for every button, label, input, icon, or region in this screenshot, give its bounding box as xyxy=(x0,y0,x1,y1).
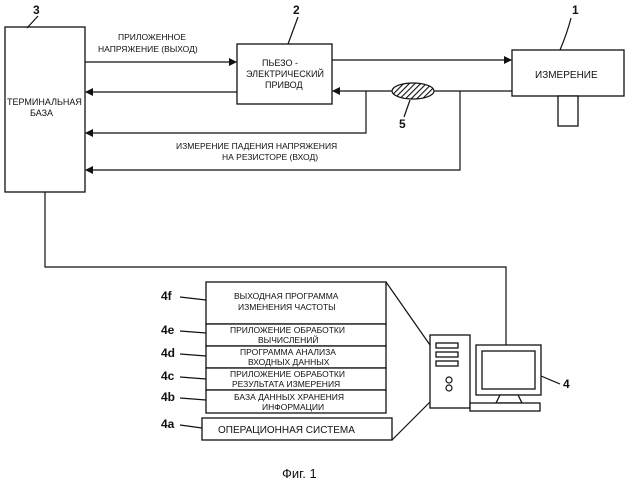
computer xyxy=(430,335,541,411)
output-label-1: ПРИЛОЖЕННОЕ xyxy=(118,32,186,42)
drive-slot-2 xyxy=(436,352,458,357)
ref-4f: 4f xyxy=(161,289,173,303)
stack-4f-line2: ИЗМЕНЕНИЯ ЧАСТОТЫ xyxy=(238,302,336,312)
ref-4e: 4e xyxy=(161,323,175,337)
measurement-leader xyxy=(560,18,571,50)
stack-4b-line1: БАЗА ДАННЫХ ХРАНЕНИЯ xyxy=(234,392,344,402)
input-label-2: НА РЕЗИСТОРЕ (ВХОД) xyxy=(222,152,318,162)
drive-slot-1 xyxy=(436,343,458,348)
piezo-label-1: ПЬЕЗО - xyxy=(262,58,298,68)
measurement-label: ИЗМЕРЕНИЕ xyxy=(535,70,598,81)
figure-caption: Фиг. 1 xyxy=(282,466,317,481)
ref-4a: 4a xyxy=(161,417,175,431)
expansion-line-bottom xyxy=(392,400,432,440)
ref-4d: 4d xyxy=(161,346,175,360)
monitor-stand xyxy=(496,395,522,403)
resistor-number: 5 xyxy=(399,117,406,131)
stack-4e-line1: ПРИЛОЖЕНИЕ ОБРАБОТКИ xyxy=(230,325,345,335)
monitor-screen xyxy=(482,351,535,389)
terminal-base: ТЕРМИНАЛЬНАЯ БАЗА xyxy=(5,27,85,192)
ref-4c: 4c xyxy=(161,369,175,383)
measurement-number: 1 xyxy=(572,3,579,17)
stack-4c-line2: РЕЗУЛЬТАТА ИЗМЕРЕНИЯ xyxy=(232,379,340,389)
stack-4a-line1: ОПЕРАЦИОННАЯ СИСТЕМА xyxy=(218,425,355,436)
stack-reference-labels: 4f 4e 4d 4c 4b 4a xyxy=(161,289,206,431)
piezo-label-3: ПРИВОД xyxy=(265,80,303,90)
piezo-number: 2 xyxy=(293,3,300,17)
resistor xyxy=(392,83,434,99)
stack-4f-line1: ВЫХОДНАЯ ПРОГРАММА xyxy=(234,291,339,301)
stack-4c-line1: ПРИЛОЖЕНИЕ ОБРАБОТКИ xyxy=(230,369,345,379)
stack-4e-line2: ВЫЧИСЛЕНИЙ xyxy=(258,334,318,345)
terminal-base-label-2: БАЗА xyxy=(30,108,53,118)
piezo-drive: ПЬЕЗО - ЭЛЕКТРИЧЕСКИЙ ПРИВОД xyxy=(237,44,332,104)
drive-slot-3 xyxy=(436,361,458,366)
software-stack: ВЫХОДНАЯ ПРОГРАММА ИЗМЕНЕНИЯ ЧАСТОТЫ ПРИ… xyxy=(202,282,392,440)
terminal-base-number: 3 xyxy=(33,3,40,17)
stack-4d-line2: ВХОДНЫХ ДАННЫХ xyxy=(248,357,330,367)
measurement-unit: ИЗМЕРЕНИЕ xyxy=(512,50,624,126)
piezo-label-2: ЭЛЕКТРИЧЕСКИЙ xyxy=(246,68,324,79)
piezo-leader xyxy=(288,17,298,44)
stack-4b-line2: ИНФОРМАЦИИ xyxy=(262,402,324,412)
ref-4b: 4b xyxy=(161,390,175,404)
computer-leader xyxy=(541,376,560,384)
output-label-2: НАПРЯЖЕНИЕ (ВЫХОД) xyxy=(98,44,198,54)
expansion-line-top xyxy=(386,282,430,345)
stack-4d-line1: ПРОГРАММА АНАЛИЗА xyxy=(240,347,336,357)
terminal-base-label-1: ТЕРМИНАЛЬНАЯ xyxy=(7,97,82,107)
input-label-1: ИЗМЕРЕНИЕ ПАДЕНИЯ НАПРЯЖЕНИЯ xyxy=(176,141,337,151)
terminal-base-leader xyxy=(27,16,38,28)
keyboard xyxy=(470,403,540,411)
measurement-probe xyxy=(558,96,578,126)
resistor-leader xyxy=(404,100,410,117)
computer-number: 4 xyxy=(563,377,570,391)
